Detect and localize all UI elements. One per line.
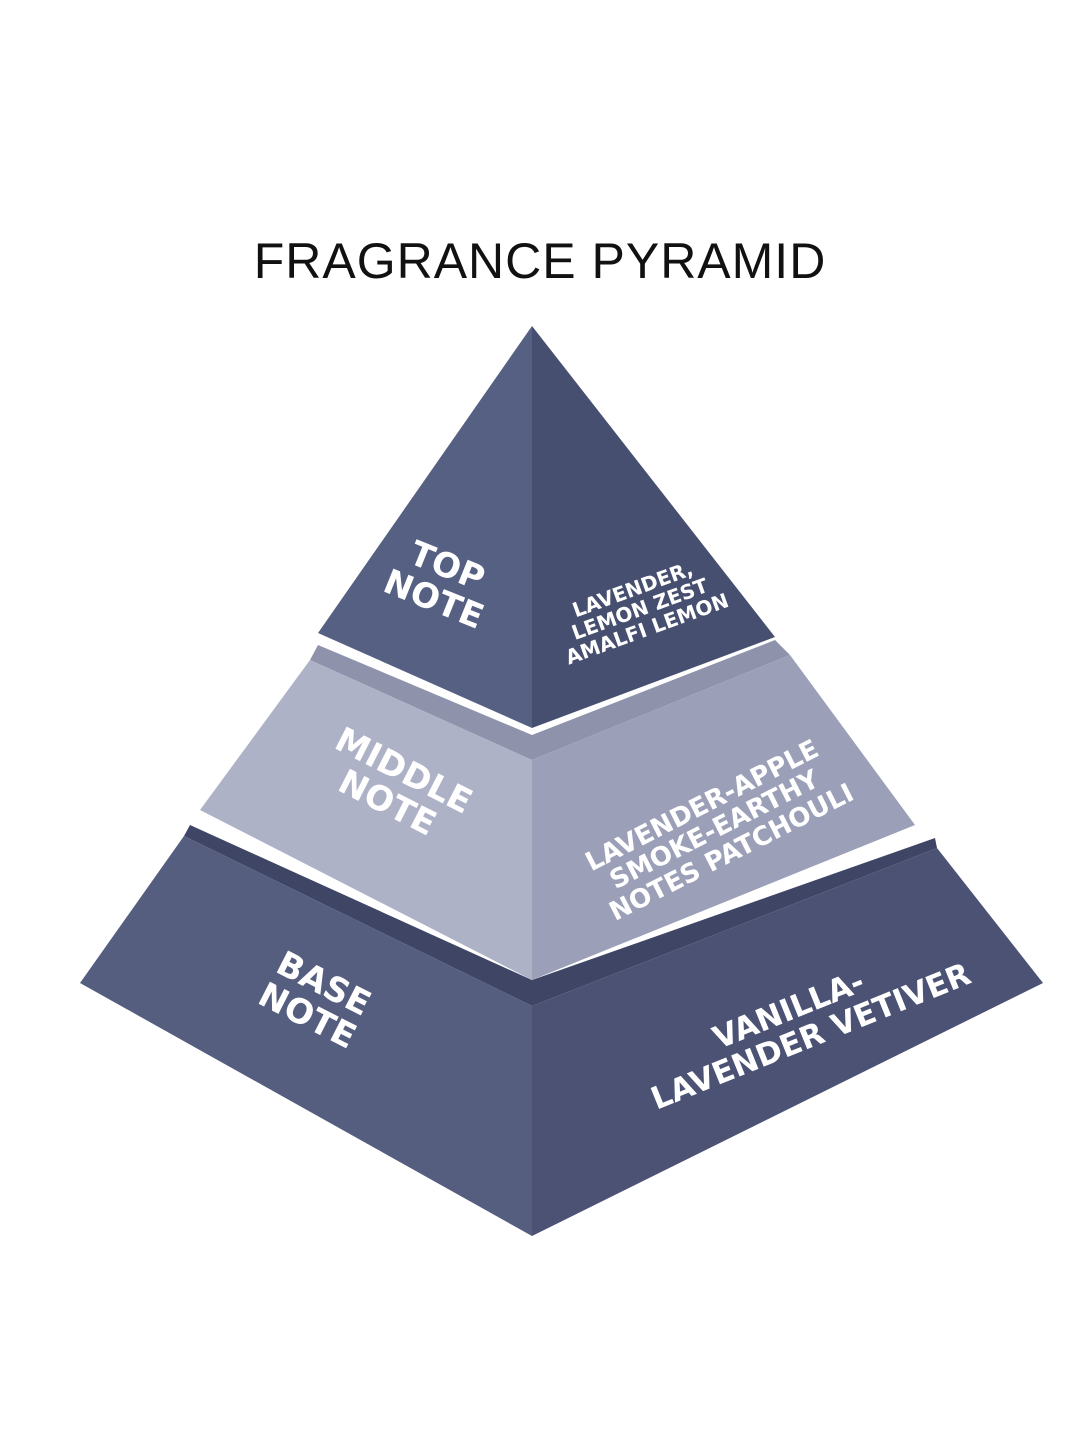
page-title: FRAGRANCE PYRAMID [253, 233, 827, 289]
base-left-face [80, 836, 532, 1236]
base-right-face [532, 848, 1043, 1236]
middle-top-band [310, 640, 790, 760]
top-left-face [318, 326, 532, 728]
top-right-face [532, 326, 775, 728]
middle-right-face [532, 655, 915, 980]
middle-left-face [200, 660, 532, 980]
